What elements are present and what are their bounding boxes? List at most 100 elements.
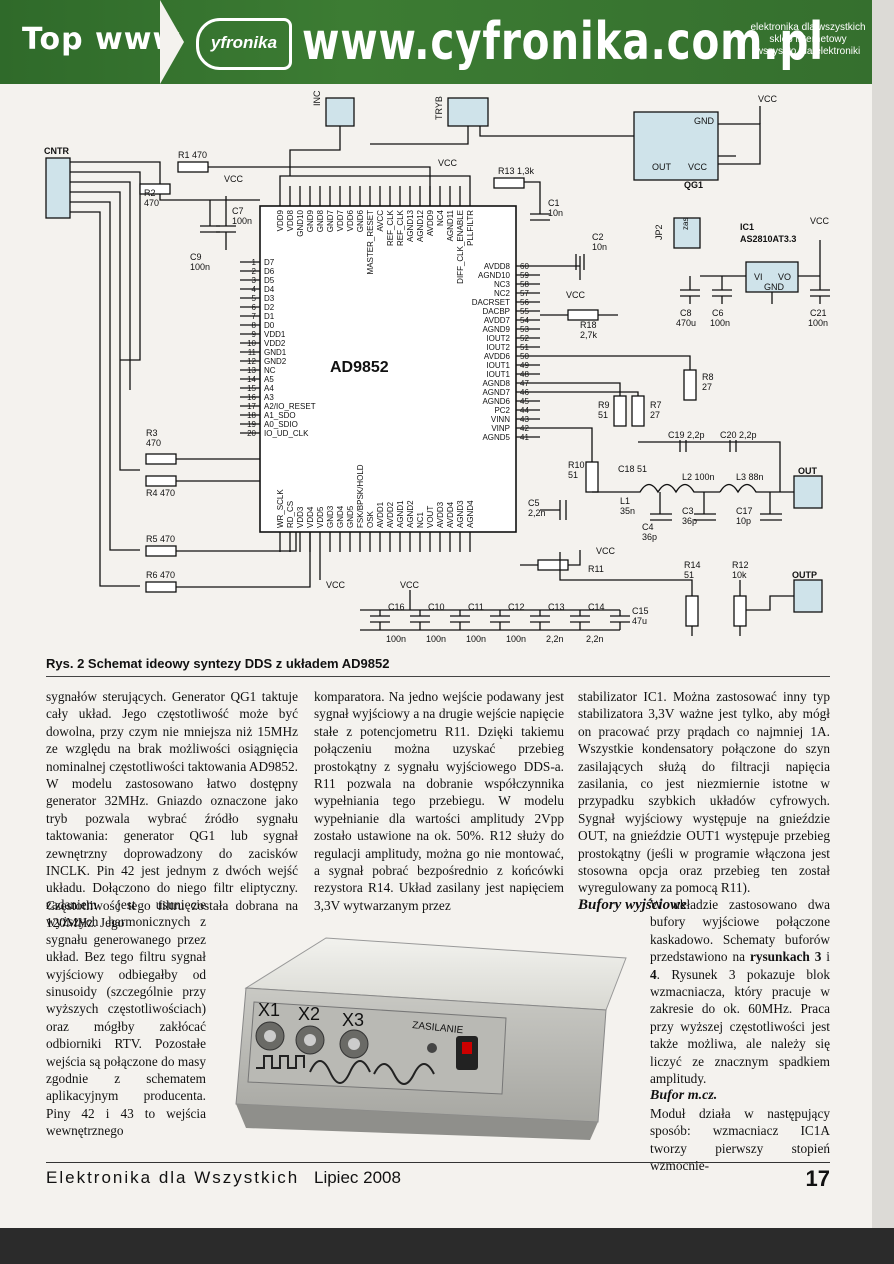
banner-tagline-line: sklep internetowy bbox=[769, 34, 847, 45]
ic-pin-number: 48 bbox=[520, 370, 529, 379]
ic-pin-label-bottom: VDD3 bbox=[296, 506, 305, 528]
svg-text:R12: R12 bbox=[732, 560, 749, 570]
ic-pin-number: 1 bbox=[252, 258, 257, 267]
banner-top-www: Top www bbox=[22, 22, 182, 57]
svg-text:R6 470: R6 470 bbox=[146, 570, 175, 580]
svg-text:2,2n: 2,2n bbox=[586, 634, 604, 644]
paragraph: komparatora. Na jedno wejście podawany j… bbox=[314, 689, 564, 913]
ic-pin-number: 11 bbox=[248, 348, 257, 357]
ic-pin-label-left: A5 bbox=[264, 375, 274, 384]
ic-pin-number: 3 bbox=[252, 276, 257, 285]
ic-pin-label-left: A3 bbox=[264, 393, 274, 402]
article-column-1: sygnałów sterujących. Generator QG1 takt… bbox=[46, 688, 298, 932]
ic-pin-label-top: DIFF_CLK_ENABLE bbox=[456, 210, 465, 284]
svg-text:L2 100n: L2 100n bbox=[682, 472, 715, 482]
ic-pin-number: 60 bbox=[520, 262, 529, 271]
svg-text:OUT: OUT bbox=[652, 162, 672, 172]
ic-pin-number: 57 bbox=[520, 289, 529, 298]
ic-pin-label-left: D6 bbox=[264, 267, 275, 276]
svg-text:VCC: VCC bbox=[224, 174, 244, 184]
ic-pin-label-bottom: AGND4 bbox=[466, 500, 475, 528]
svg-text:C19 2,2p: C19 2,2p bbox=[668, 430, 705, 440]
svg-text:L1: L1 bbox=[620, 496, 630, 506]
ic-pin-label-left: NC bbox=[264, 366, 276, 375]
svg-text:C7: C7 bbox=[232, 206, 244, 216]
svg-text:zas: zas bbox=[681, 218, 690, 230]
ic-pin-number: 18 bbox=[247, 411, 256, 420]
ic-pin-label-left: GND1 bbox=[264, 348, 287, 357]
svg-text:VCC: VCC bbox=[596, 546, 616, 556]
ic-pin-number: 6 bbox=[252, 303, 257, 312]
footer-magazine: Elektronika dla Wszystkich bbox=[46, 1168, 300, 1187]
svg-text:C10: C10 bbox=[428, 602, 445, 612]
photo-label: X3 bbox=[342, 1010, 364, 1030]
ic-pin-label-right: IOUT1 bbox=[486, 370, 510, 379]
ic-pin-label-right: AGND10 bbox=[478, 271, 511, 280]
ic-pin-number: 5 bbox=[252, 294, 257, 303]
article-column-3-wrap: W układzie zastosowano dwa bufory wyjści… bbox=[650, 896, 830, 1175]
ic-pin-number: 56 bbox=[520, 298, 529, 307]
svg-text:VCC: VCC bbox=[566, 290, 586, 300]
section-heading: Bufory wyjściowe bbox=[578, 896, 687, 913]
cyfronika-logo: yfronika bbox=[196, 18, 292, 70]
svg-text:100n: 100n bbox=[466, 634, 486, 644]
banner-tagline-line: wszystko dla elektroniki bbox=[755, 46, 861, 57]
svg-text:L3 88n: L3 88n bbox=[736, 472, 764, 482]
ic-pin-label-left: VDD1 bbox=[264, 330, 286, 339]
ic-name: AD9852 bbox=[330, 359, 389, 376]
ic-pin-label-top: VDD7 bbox=[336, 209, 345, 231]
ic-pin-label-bottom: VDD5 bbox=[316, 506, 325, 528]
ic-pin-label-bottom: RD_CS bbox=[286, 501, 295, 528]
svg-text:C4: C4 bbox=[642, 522, 654, 532]
ic-pin-number: 43 bbox=[520, 415, 529, 424]
ic-pin-label-right: IOUT1 bbox=[486, 361, 510, 370]
ic-pin-label-right: AGND5 bbox=[482, 433, 510, 442]
svg-text:TRYB: TRYB bbox=[434, 96, 444, 120]
svg-text:C15: C15 bbox=[632, 606, 649, 616]
ic-pin-label-bottom: AGND3 bbox=[456, 500, 465, 528]
ic-pin-number: 58 bbox=[520, 280, 529, 289]
svg-text:100n: 100n bbox=[190, 262, 210, 272]
svg-text:VCC: VCC bbox=[438, 158, 458, 168]
ic-pin-label-right: NC2 bbox=[494, 289, 511, 298]
banner-arrow-icon bbox=[160, 0, 184, 84]
ic-pin-number: 55 bbox=[520, 307, 529, 316]
svg-text:C8: C8 bbox=[680, 308, 692, 318]
ic-pin-number: 12 bbox=[247, 357, 256, 366]
ic-pin-label-left: IO_UD_CLK bbox=[264, 429, 309, 438]
svg-text:R7: R7 bbox=[650, 400, 662, 410]
svg-text:JP2: JP2 bbox=[654, 224, 664, 240]
page-edge bbox=[872, 0, 894, 1264]
svg-text:C18 51: C18 51 bbox=[618, 464, 647, 474]
svg-text:10n: 10n bbox=[592, 242, 607, 252]
svg-text:470u: 470u bbox=[676, 318, 696, 328]
banner-url[interactable]: www.cyfronika.com.pl bbox=[302, 12, 824, 72]
svg-text:INCLK: INCLK bbox=[312, 90, 322, 106]
svg-text:R13 1,3k: R13 1,3k bbox=[498, 166, 535, 176]
svg-text:R14: R14 bbox=[684, 560, 701, 570]
ic-pin-label-top: MASTER_RESET bbox=[366, 210, 375, 275]
svg-text:100n: 100n bbox=[232, 216, 252, 226]
svg-text:VCC: VCC bbox=[326, 580, 346, 590]
ic-pin-label-top: GND10 bbox=[296, 209, 305, 236]
svg-text:C14: C14 bbox=[588, 602, 605, 612]
ic-pin-label-right: DACRSET bbox=[472, 298, 510, 307]
svg-text:R8: R8 bbox=[702, 372, 714, 382]
photo-label: X1 bbox=[258, 1000, 280, 1020]
ic-pin-label-bottom: NC1 bbox=[416, 511, 425, 528]
ic-pin-number: 4 bbox=[252, 285, 257, 294]
text-run: i bbox=[821, 949, 830, 965]
svg-text:51: 51 bbox=[598, 410, 608, 420]
svg-text:IC1: IC1 bbox=[740, 222, 754, 232]
ic-pin-number: 9 bbox=[252, 330, 257, 339]
ic-pin-label-left: D4 bbox=[264, 285, 275, 294]
ic-pin-label-left: D7 bbox=[264, 258, 275, 267]
svg-text:CNTR: CNTR bbox=[44, 146, 69, 156]
ic-pin-number: 46 bbox=[520, 388, 529, 397]
ad-banner[interactable]: Top www yfronika www.cyfronika.com.pl el… bbox=[0, 0, 872, 84]
ic-pin-label-left: D2 bbox=[264, 303, 275, 312]
svg-text:C2: C2 bbox=[592, 232, 604, 242]
ic-pin-number: 13 bbox=[247, 366, 256, 375]
ic-pin-label-bottom: AVDD2 bbox=[386, 501, 395, 528]
ic-pin-label-bottom: VDD4 bbox=[306, 506, 315, 528]
